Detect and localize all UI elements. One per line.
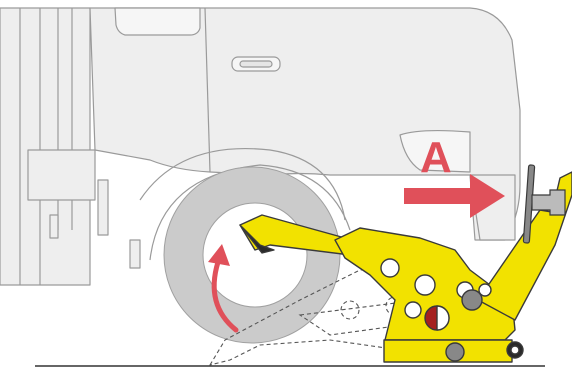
jack-base-wheel (446, 343, 464, 361)
truck-wheel (164, 167, 340, 343)
label-a: A (420, 133, 452, 182)
